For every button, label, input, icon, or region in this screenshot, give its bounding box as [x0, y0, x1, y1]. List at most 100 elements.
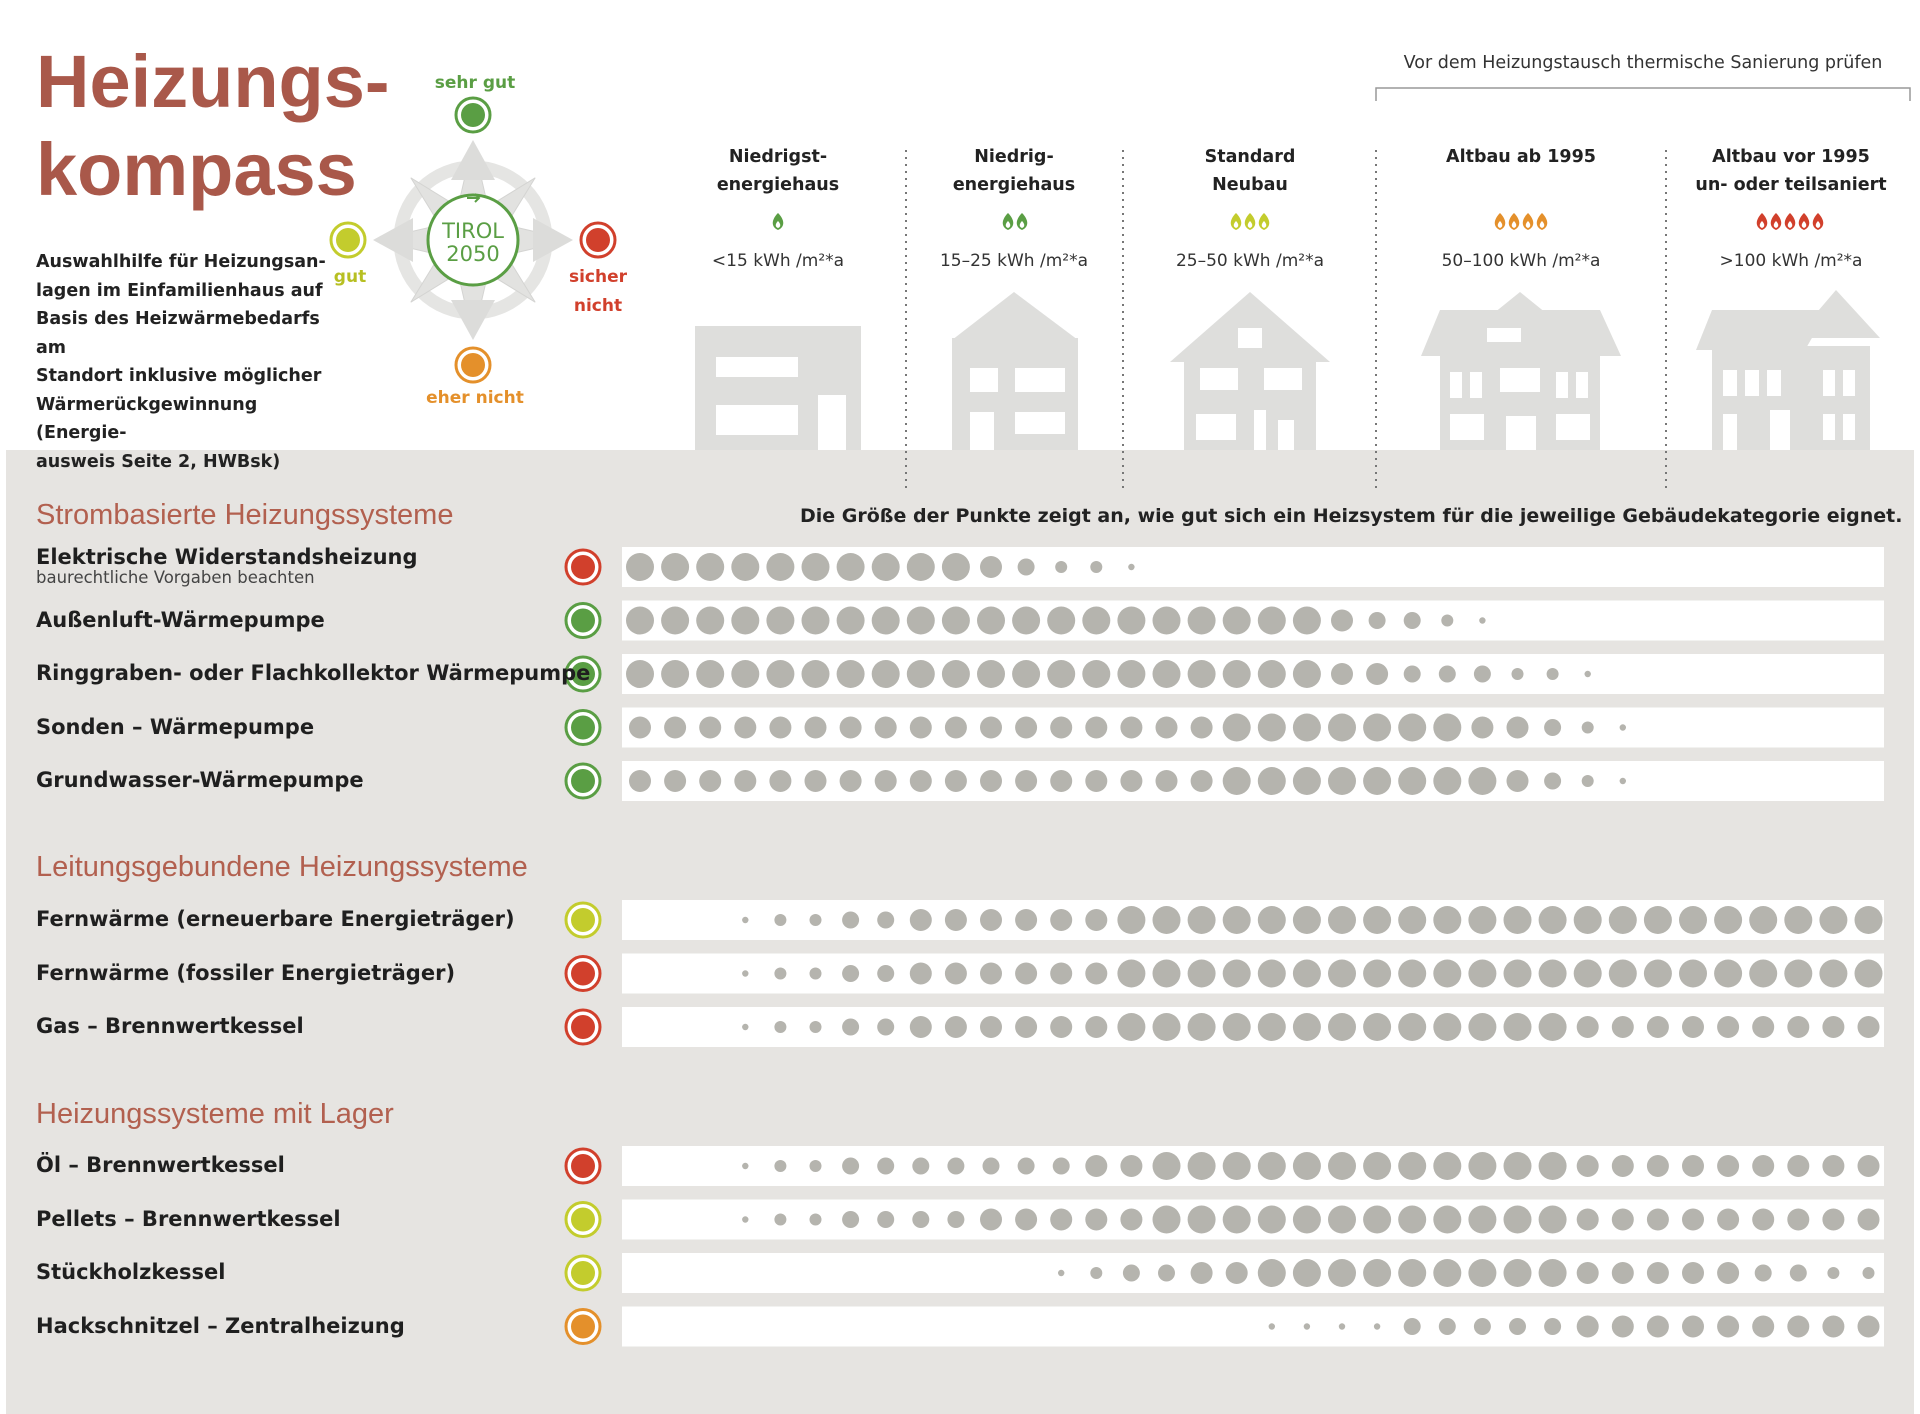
- suitability-dot: [1152, 1152, 1181, 1180]
- house-window: [1196, 414, 1236, 440]
- suitability-dot: [1292, 660, 1321, 688]
- suitability-dot: [944, 716, 967, 739]
- suitability-dot: [1619, 777, 1627, 785]
- suitability-dot: [1398, 1259, 1427, 1287]
- suitability-dot: [742, 1162, 749, 1170]
- suitability-dot: [1479, 617, 1486, 624]
- row-rating-dot: [571, 908, 595, 932]
- suitability-dot: [1787, 1315, 1810, 1338]
- house-window: [1556, 372, 1568, 398]
- suitability-dot: [1646, 1315, 1669, 1338]
- suitability-dot: [1120, 716, 1143, 739]
- suitability-dot: [1398, 1152, 1427, 1180]
- house-window: [1723, 370, 1737, 396]
- suitability-dot: [1509, 1318, 1526, 1335]
- suitability-dot: [1752, 1016, 1775, 1038]
- suitability-dot: [1015, 770, 1038, 792]
- suitability-dot: [1611, 1016, 1634, 1038]
- house-window: [1238, 328, 1262, 348]
- house-old-roof: [1696, 310, 1828, 350]
- suitability-dot: [1090, 561, 1103, 573]
- suitability-dot: [1338, 1323, 1346, 1330]
- suitability-dot: [1611, 1262, 1634, 1284]
- house-door: [1254, 410, 1266, 450]
- suitability-dot: [1082, 606, 1111, 635]
- suitability-dot: [1050, 909, 1073, 931]
- suitability-dot: [1819, 959, 1848, 988]
- suitability-dot: [1403, 1318, 1421, 1335]
- suitability-dot: [941, 606, 970, 635]
- suitability-dot: [1152, 906, 1181, 934]
- suitability-dot: [1403, 665, 1421, 683]
- suitability-dot: [1717, 1016, 1740, 1038]
- suitability-dot: [1047, 606, 1076, 635]
- house-window: [1450, 372, 1462, 398]
- top-note: Vor dem Heizungstausch thermische Sanier…: [1403, 53, 1883, 73]
- suitability-dot: [947, 1211, 965, 1228]
- suitability-dot: [1368, 612, 1386, 629]
- section-heading: Heizungssysteme mit Lager: [36, 1098, 394, 1130]
- suitability-dot: [1292, 1205, 1321, 1234]
- heating-system-label: Außenluft-Wärmepumpe: [36, 607, 325, 632]
- suitability-dot: [1854, 906, 1883, 934]
- suitability-dot: [1538, 1259, 1567, 1287]
- suitability-dot: [1441, 614, 1454, 627]
- suitability-dot: [1292, 606, 1321, 635]
- suitability-dot: [1546, 668, 1559, 680]
- flame-icon-core: [1773, 221, 1779, 228]
- house-window: [1200, 368, 1238, 390]
- row-track: [622, 1306, 1884, 1347]
- suitability-dot: [1538, 1013, 1567, 1041]
- row-track: [622, 1146, 1884, 1186]
- suitability-dot: [909, 909, 932, 931]
- suitability-dot: [809, 914, 822, 926]
- suitability-dot: [1190, 716, 1213, 739]
- flame-icon-core: [1511, 221, 1517, 228]
- suitability-dot: [1503, 1205, 1532, 1234]
- suitability-dot: [1190, 770, 1213, 792]
- house-gable-large-roof: [1170, 292, 1330, 362]
- row-rating-dot: [571, 1015, 595, 1039]
- suitability-dot: [1292, 959, 1321, 988]
- category-name-2: energiehaus: [952, 175, 1076, 195]
- compass-label-south: eher nicht: [426, 388, 524, 408]
- suitability-dot: [980, 770, 1002, 792]
- suitability-dot: [836, 660, 865, 688]
- suitability-dot: [1857, 1208, 1880, 1231]
- category-name: Altbau ab 1995: [1446, 147, 1596, 167]
- suitability-dot: [1190, 1262, 1213, 1284]
- suitability-dot: [1363, 1259, 1392, 1287]
- heating-system-label: Stückholzkessel: [36, 1260, 226, 1284]
- suitability-dot: [1787, 1016, 1810, 1038]
- suitability-dot: [1473, 665, 1491, 683]
- flame-icon-core: [1815, 221, 1821, 228]
- heating-system-label: Fernwärme (erneuerbare Energieträger): [36, 907, 515, 931]
- suitability-dot: [626, 660, 654, 688]
- suitability-dot: [1120, 1208, 1143, 1231]
- suitability-dot: [1292, 713, 1321, 742]
- suitability-dot: [1468, 1152, 1497, 1180]
- compass-point: [373, 218, 413, 262]
- house-door: [970, 412, 994, 450]
- house-window: [1843, 414, 1855, 440]
- heating-system-label: Gas – Brennwertkessel: [36, 1014, 304, 1038]
- suitability-dot: [877, 911, 895, 929]
- suitability-dot: [1468, 906, 1497, 934]
- suitability-dot: [980, 909, 1002, 931]
- suitability-dot: [1511, 668, 1524, 680]
- suitability-dot: [1544, 772, 1562, 790]
- intro-line: ausweis Seite 2, HWBsk): [36, 451, 281, 472]
- flame-icon-core: [1247, 221, 1253, 228]
- suitability-dot: [1398, 767, 1427, 795]
- suitability-dot: [1544, 1318, 1562, 1335]
- suitability-dot: [1257, 1205, 1286, 1234]
- category-name-2: Neubau: [1212, 175, 1288, 195]
- suitability-dot: [1433, 1152, 1462, 1180]
- suitability-dot: [1503, 1013, 1532, 1041]
- suitability-dot: [1717, 1155, 1740, 1177]
- suitability-dot: [1611, 1208, 1634, 1231]
- suitability-dot: [1328, 906, 1356, 934]
- suitability-dot: [699, 716, 722, 739]
- suitability-dot: [1822, 1016, 1845, 1038]
- suitability-dot: [874, 770, 897, 792]
